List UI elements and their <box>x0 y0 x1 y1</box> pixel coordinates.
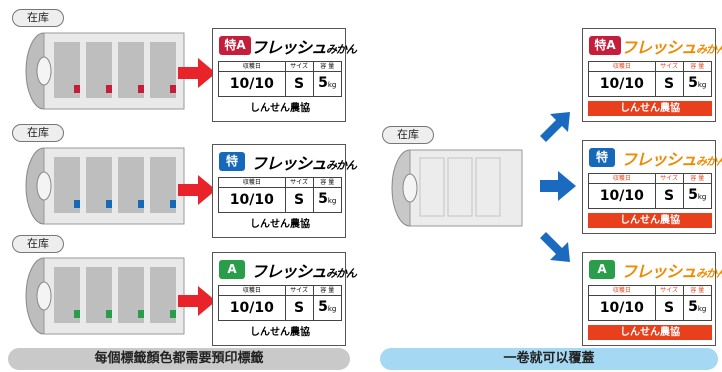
brand-name: フレッシュみかん <box>251 262 357 281</box>
farm-name: しんせん農協 <box>250 103 310 114</box>
printed-label-roll <box>25 32 185 110</box>
down-right-arrow-icon <box>540 232 570 262</box>
farm-name: しんせん農協 <box>250 219 310 230</box>
grade-badge: 特A <box>589 36 621 55</box>
printed-label-roll <box>25 147 185 225</box>
farm-name: しんせん農協 <box>250 327 310 338</box>
stock-tag: 在库 <box>12 124 64 142</box>
grade-badge: 特A <box>219 36 251 55</box>
blank-label-roll <box>391 149 523 227</box>
grade-badge: 特 <box>589 148 615 167</box>
grade-badge: 特 <box>219 152 245 171</box>
right-arrow-icon <box>178 58 216 88</box>
stock-tag: 在库 <box>12 9 64 27</box>
brand-name: フレッシュみかん <box>621 262 722 281</box>
farm-name: しんせん農協 <box>588 101 712 116</box>
farm-name: しんせん農協 <box>588 325 712 340</box>
right-arrow-icon <box>178 286 216 316</box>
brand-name: フレッシュみかん <box>621 38 722 57</box>
up-right-arrow-icon <box>540 112 570 142</box>
farm-name: しんせん農協 <box>588 213 712 228</box>
printed-label-roll <box>25 257 185 335</box>
right-arrow-icon <box>178 175 216 205</box>
stock-tag: 在库 <box>382 126 434 144</box>
right-caption-bar: 一卷就可以覆蓋 <box>380 348 718 370</box>
brand-name: フレッシュみかん <box>621 150 722 169</box>
brand-name: フレッシュみかん <box>251 38 357 57</box>
left-caption-bar: 每個標籤顏色都需要預印標籤 <box>8 348 350 370</box>
brand-name: フレッシュみかん <box>251 154 357 173</box>
grade-badge: A <box>219 260 245 279</box>
right-arrow-icon <box>540 171 576 201</box>
stock-tag: 在库 <box>12 235 64 253</box>
grade-badge: A <box>589 260 615 279</box>
